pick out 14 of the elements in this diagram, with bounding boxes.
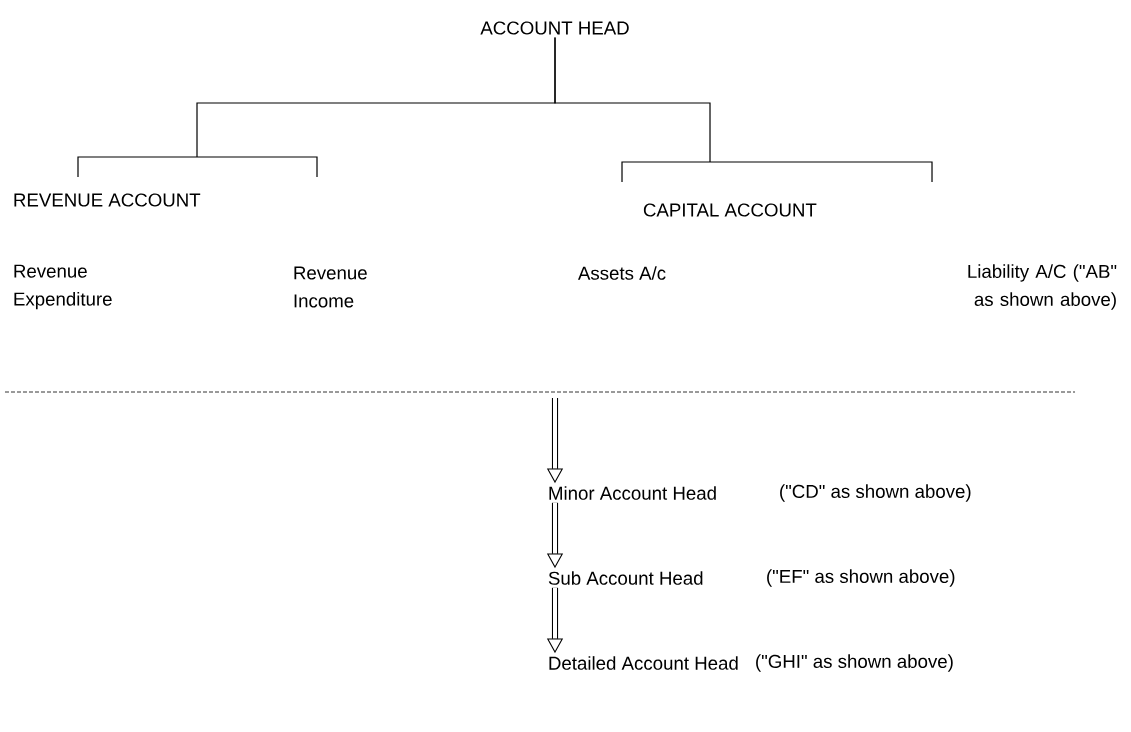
label-text: Revenue Expenditure: [14, 264, 112, 310]
label-text: ACCOUNT HEAD: [480, 21, 629, 35]
note-text: ("CD" as shown above): [780, 484, 971, 502]
connector-line: [554, 36, 711, 163]
note-text: ("GHI" as shown above): [756, 654, 953, 672]
label-text: Minor Account Head: [549, 486, 716, 500]
label-text: REVENUE ACCOUNT: [14, 193, 201, 207]
label-text: Revenue Income: [294, 266, 367, 308]
label-text: Sub Account Head: [548, 571, 703, 585]
label-text: Assets A/c: [578, 266, 666, 280]
label-text: CAPITAL ACCOUNT: [643, 203, 817, 217]
label-text: Detailed Account Head: [549, 656, 738, 670]
label-text: Liability A/C ("AB" as shown above): [968, 264, 1117, 310]
note-text: ("EF" as shown above): [767, 569, 955, 587]
